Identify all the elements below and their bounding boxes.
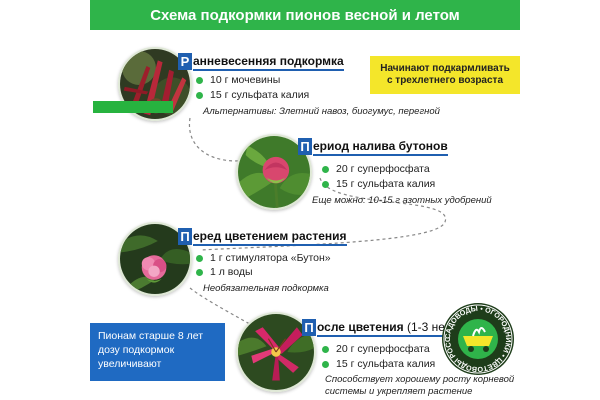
stage-4-item-1: 20 г суперфосфата — [322, 343, 430, 355]
stage-4-item-1-text: 20 г суперфосфата — [336, 343, 430, 355]
bullet-icon — [196, 91, 203, 99]
age-hint-text: Начинают подкармливать с трехлетнего воз… — [380, 62, 510, 87]
stage-1-title-text: анневесенняя подкормка — [193, 54, 344, 68]
stage-2-initial-letter: П — [298, 138, 312, 155]
stage-3-item-1-text: 1 г стимулятора «Бутон» — [210, 252, 331, 264]
stage-4-note-line-2: системы и укрепляет растение — [325, 386, 473, 397]
stage-2-item-1-text: 20 г суперфосфата — [336, 163, 430, 175]
bullet-icon — [322, 360, 329, 368]
green-highlight-bar — [93, 101, 173, 113]
stage-1-item-2: 15 г сульфата калия — [196, 89, 309, 101]
stage-1-item-1-text: 10 г мочевины — [210, 74, 281, 86]
page-title: Схема подкормки пионов весной и летом — [90, 0, 520, 30]
stage-4-note-line-1: Способствует хорошему росту корневой — [325, 374, 515, 385]
stage-4-title-text: осле цветения — [317, 320, 407, 334]
bullet-icon — [196, 76, 203, 84]
stage-3-item-2-text: 1 л воды — [210, 266, 253, 278]
stage-3-title-text: еред цветением растения — [193, 229, 347, 243]
stage-2-title: ериод налива бутонов — [313, 139, 448, 156]
stage-1-note: Альтернативы: Злетний навоз, биогумус, п… — [203, 106, 440, 117]
bullet-icon — [196, 268, 203, 276]
stage-2-item-1: 20 г суперфосфата — [322, 163, 430, 175]
stage-3-item-2: 1 л воды — [196, 266, 253, 278]
stage-1-item-2-text: 15 г сульфата калия — [210, 89, 310, 101]
stage-4-initial-letter: П — [302, 319, 316, 336]
stage-1-title: анневесенняя подкормка — [193, 54, 344, 71]
bullet-icon — [196, 254, 203, 262]
stage-3-title: еред цветением растения — [193, 229, 347, 246]
older-peony-hint-box: Пионам старше 8 лет дозу подкормок увели… — [90, 323, 225, 381]
stage-1-item-1: 10 г мочевины — [196, 74, 280, 86]
stage-3-initial-letter: П — [178, 228, 192, 245]
stage-3-note: Необязательная подкормка — [203, 283, 329, 294]
bullet-icon — [322, 180, 329, 188]
lily-flower-photo — [236, 312, 316, 392]
stage-1-initial-letter: Р — [178, 53, 192, 70]
stage-3-item-1: 1 г стимулятора «Бутон» — [196, 252, 331, 264]
stage-2-item-2: 15 г сульфата калия — [322, 178, 435, 190]
stage-2-item-2-text: 15 г сульфата калия — [336, 178, 436, 190]
peony-flower-photo — [118, 222, 192, 296]
stage-2-title-text: ериод налива бутонов — [313, 139, 448, 153]
bullet-icon — [322, 345, 329, 353]
age-hint-box: Начинают подкармливать с трехлетнего воз… — [370, 56, 520, 94]
stage-2-note: Еще можно: 10-15 г азотных удобрений — [312, 195, 492, 206]
stage-4-item-2-text: 15 г сульфата калия — [336, 358, 436, 370]
bullet-icon — [322, 165, 329, 173]
stage-4-item-2: 15 г сульфата калия — [322, 358, 435, 370]
gardeners-seal-icon: САДОВОДЫ • ОГОРОДНИКИ • ЦВЕТОВОДЫ РОССИИ — [441, 302, 515, 376]
